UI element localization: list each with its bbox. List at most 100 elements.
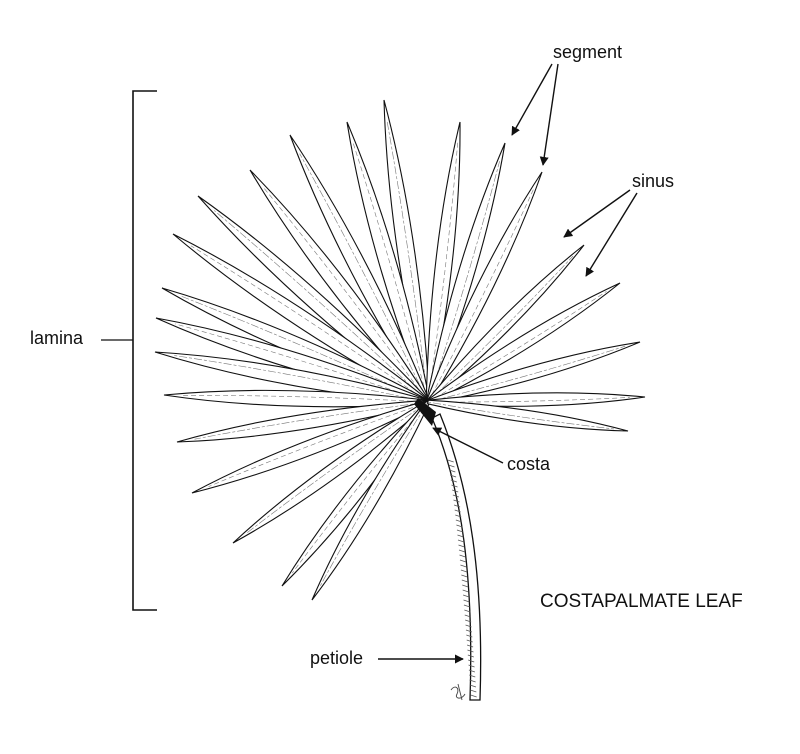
petiole-hatch-mark [456, 524, 463, 528]
petiole-hatching [447, 459, 477, 698]
leaf-segment [232, 399, 430, 544]
petiole-hatch-mark [467, 649, 474, 653]
petiole-hatch-mark [462, 594, 470, 598]
petiole-hatch-mark [469, 679, 476, 683]
costa-label: costa [507, 454, 551, 474]
petiole-hatch-mark [453, 504, 461, 508]
leaf-segment-vein [427, 187, 535, 403]
petiole-hatch-mark [460, 564, 467, 568]
petiole-hatch-mark [465, 629, 473, 633]
diagram-caption: COSTAPALMATE LEAF [540, 591, 743, 612]
leaf-segment [425, 121, 461, 403]
petiole-hatch-mark [467, 654, 474, 658]
petiole-hatch-mark [458, 549, 466, 553]
petiole-hatch-mark [453, 499, 460, 503]
leaf-segment-vein [190, 245, 429, 403]
petiole-hatch-mark [466, 639, 473, 643]
petiole-hatch-mark [461, 574, 468, 578]
petiole-hatch-mark [450, 479, 457, 483]
petiole-hatch-mark [463, 604, 471, 608]
petiole-hatch-mark [455, 519, 462, 523]
petiole-hatch-mark [462, 589, 469, 593]
petiole-hatch-mark [463, 599, 470, 603]
petiole-hatch-mark [462, 584, 469, 588]
leaf-segment [427, 399, 629, 432]
leaf-segment [427, 392, 646, 407]
leaf-segment-vein [246, 401, 429, 534]
leaf-segment-vein [213, 210, 429, 403]
artist-signature [450, 683, 466, 701]
segment-arrow-2 [539, 63, 559, 166]
leaf-segment-vein [427, 161, 500, 403]
costa-midrib [414, 398, 436, 426]
petiole-hatch-mark [465, 619, 472, 623]
petiole-hatch-mark [454, 509, 461, 513]
leaf-segment-vein [291, 401, 429, 574]
petiole-hatch-mark [452, 489, 459, 493]
petiole-label: petiole [310, 648, 364, 668]
petiole-hatch-mark [449, 474, 457, 478]
petiole-hatch-mark [468, 659, 475, 663]
petiole-hatch-mark [470, 694, 477, 698]
leaf-segment-vein [427, 141, 459, 403]
segment-label: segment [553, 42, 623, 62]
leaf-segment-vein [427, 401, 615, 430]
leaf-segment [425, 244, 585, 405]
segment-arrow-1 [511, 63, 553, 136]
petiole-hatch-mark [460, 569, 468, 573]
petiole-hatch-mark [459, 559, 467, 563]
petiole-hatch-mark [469, 674, 476, 678]
sinus-label: sinus [632, 171, 675, 191]
costa-arrow [432, 427, 504, 464]
petiole-hatch-mark [465, 624, 472, 628]
petiole-hatch-mark [464, 614, 471, 618]
petiole-hatch-mark [468, 669, 476, 673]
leaf-segment [311, 400, 431, 601]
leaf-segment-vein [427, 291, 607, 403]
petiole-hatch-mark [461, 579, 468, 583]
petiole-hatch-mark [464, 609, 471, 613]
leaf-segment-vein [427, 345, 626, 403]
petiole-hatch-mark [456, 529, 464, 533]
sinus-arrow-1 [563, 189, 631, 238]
leaf-segment-vein [352, 141, 429, 403]
petiole-hatch-mark [455, 514, 462, 518]
leaf-segments [154, 99, 646, 601]
leaf-segment-vein [299, 153, 429, 403]
petiole-hatch-mark [468, 664, 475, 668]
sinus-arrow-2 [585, 192, 638, 277]
leaf-segment [426, 282, 621, 405]
leaf-segment-vein [262, 186, 429, 403]
petiole-hatch-mark [458, 544, 465, 548]
petiole-hatch-mark [457, 539, 465, 543]
petiole-hatch-mark [452, 494, 459, 498]
petiole-hatch-mark [466, 634, 473, 638]
leaf-segment [425, 142, 506, 404]
leaf-segment [425, 171, 543, 404]
petiole-hatch-mark [451, 484, 458, 488]
leaf-segment-vein [174, 355, 429, 403]
petiole-hatch-mark [447, 459, 454, 463]
petiole-hatch-mark [459, 554, 466, 558]
petiole-hatch-mark [470, 689, 477, 693]
leaf-segment-vein [386, 121, 429, 403]
lamina-label: lamina [30, 328, 84, 348]
leaf-segment-vein [194, 401, 429, 440]
leaf-segment [163, 389, 429, 408]
petiole-hatch-mark [457, 534, 464, 538]
leaf-segment [176, 399, 429, 443]
leaf-segment [289, 134, 431, 404]
petiole-stalk [431, 413, 482, 701]
petiole-hatch-mark [469, 684, 477, 688]
leaf-segment [249, 169, 431, 404]
leaf-segment-vein [182, 395, 429, 403]
leaf-segment [172, 233, 430, 405]
petiole-hatch-mark [466, 644, 474, 648]
petiole-hatch-mark [448, 464, 455, 468]
leaf-segment-vein [427, 255, 574, 403]
lamina-bracket [132, 90, 157, 611]
petiole-hatch-mark [449, 469, 456, 473]
leaf-segment [346, 121, 431, 404]
